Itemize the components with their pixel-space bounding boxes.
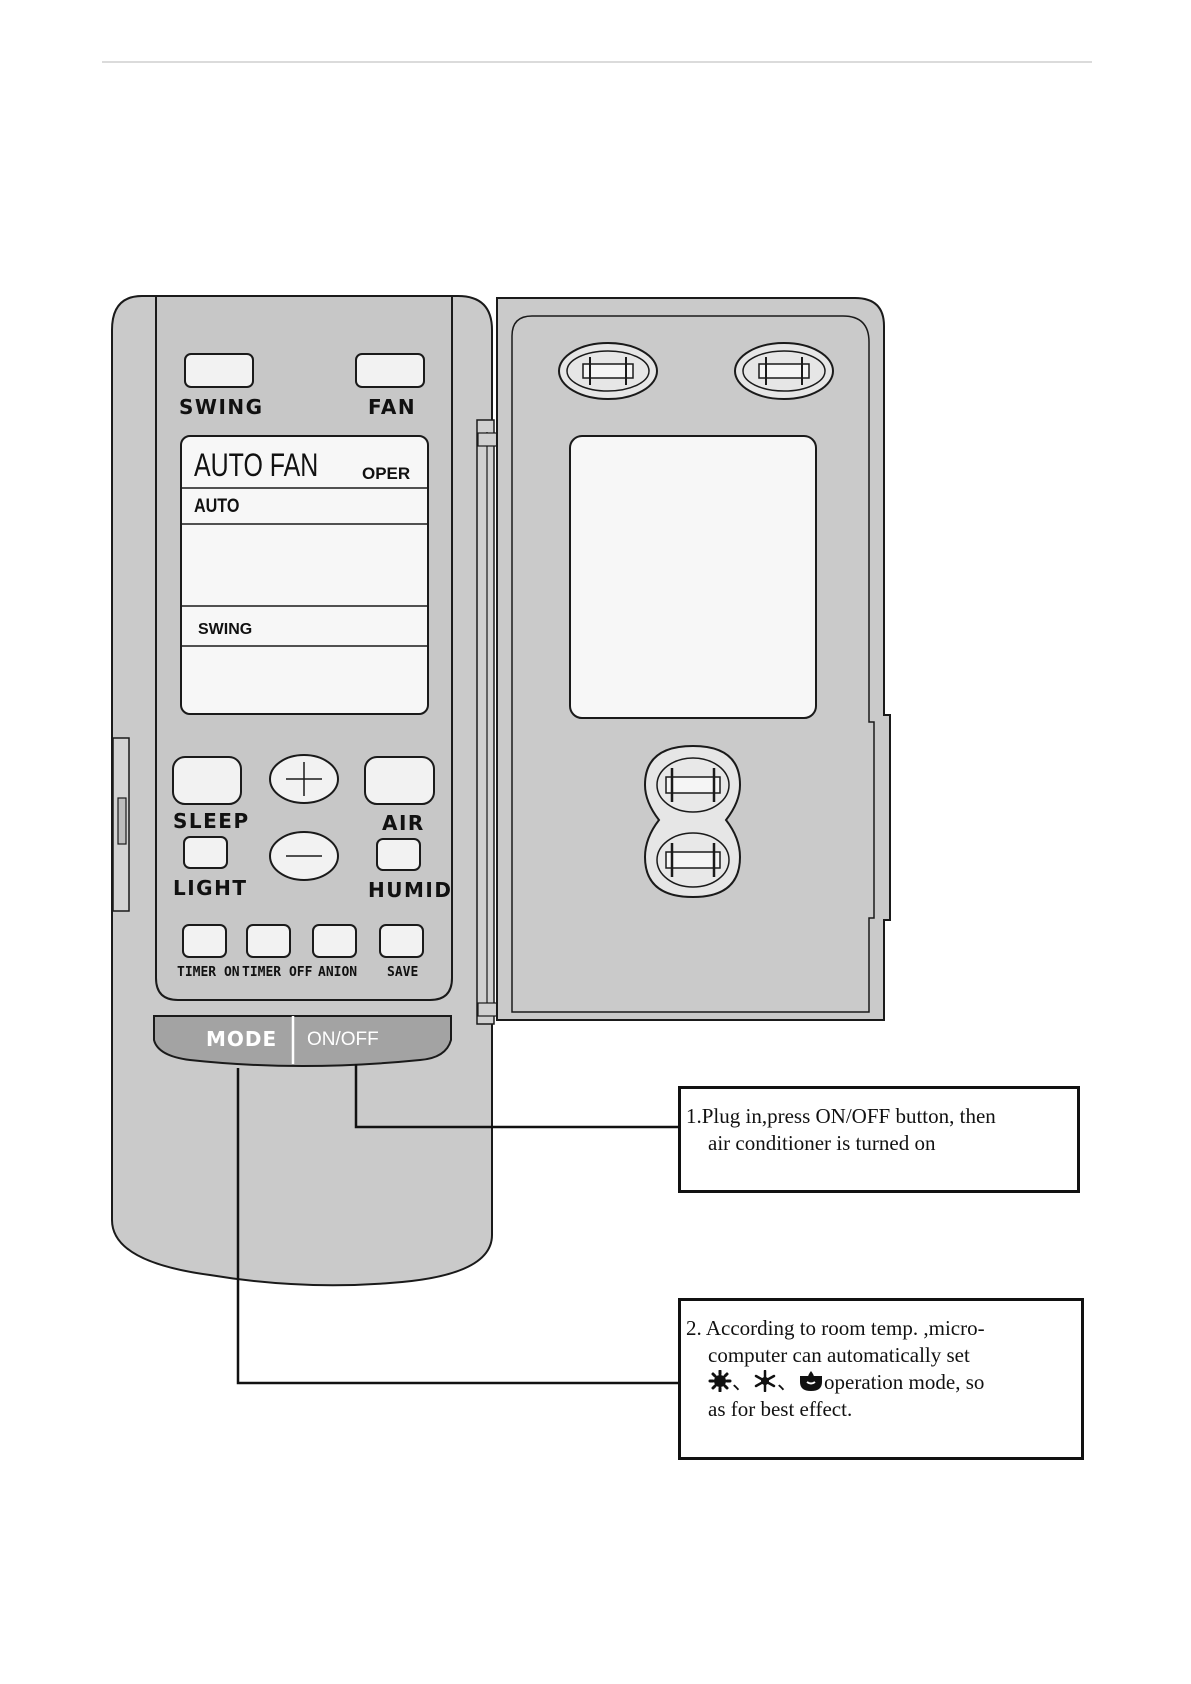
battery-contact-icon	[559, 343, 657, 399]
note2-line2: computer can automatically set	[686, 1342, 1081, 1369]
snowflake-icon	[753, 1370, 777, 1392]
note1-line1: 1.Plug in,press ON/OFF button, then	[686, 1103, 1077, 1130]
onoff-label: ON/OFF	[307, 1029, 379, 1050]
timer-off-label: TIMER OFF	[242, 965, 313, 980]
air-label: AIR	[382, 811, 425, 835]
timer-on-button[interactable]	[183, 925, 226, 957]
swing-button[interactable]	[185, 354, 253, 387]
side-switch-knob	[118, 798, 126, 844]
mode-label: MODE	[206, 1027, 277, 1051]
note2-line1: 2. According to room temp. ,micro-	[686, 1315, 1081, 1342]
fan-label: FAN	[368, 395, 416, 419]
anion-button[interactable]	[313, 925, 356, 957]
lcd-swing-text: SWING	[198, 621, 252, 638]
light-button[interactable]	[184, 837, 227, 868]
lcd-oper-text: OPER	[362, 464, 410, 483]
light-label: LIGHT	[173, 876, 247, 900]
note2-line4: as for best effect.	[686, 1396, 1081, 1423]
note2-line3: 、 、 operation mode, so	[686, 1369, 1081, 1396]
swing-label: SWING	[179, 395, 264, 419]
sleep-button[interactable]	[173, 757, 241, 804]
mode-separator: 、	[732, 1370, 753, 1394]
humid-label: HUMID	[368, 878, 452, 902]
note-mode: 2. According to room temp. ,micro- compu…	[678, 1298, 1084, 1460]
humid-button[interactable]	[377, 839, 420, 870]
save-button[interactable]	[380, 925, 423, 957]
fan-button[interactable]	[356, 354, 424, 387]
lcd-mode-text: AUTO	[194, 495, 239, 517]
timer-on-label: TIMER ON	[177, 965, 240, 980]
note2-line3-tail: operation mode, so	[824, 1370, 984, 1394]
mode-separator: 、	[777, 1370, 798, 1394]
note1-line2: air conditioner is turned on	[686, 1130, 1077, 1157]
hinge	[477, 420, 494, 1024]
battery-contact-icon	[735, 343, 833, 399]
timer-off-button[interactable]	[247, 925, 290, 957]
sleep-label: SLEEP	[173, 809, 250, 833]
note-onoff: 1.Plug in,press ON/OFF button, then air …	[678, 1086, 1080, 1193]
anion-label: ANION	[318, 965, 357, 980]
save-label: SAVE	[387, 965, 418, 980]
battery-spring-icon	[645, 746, 740, 897]
air-button[interactable]	[365, 757, 434, 804]
cover-window	[570, 436, 816, 718]
lcd-fan-text: AUTO FAN	[194, 448, 318, 484]
drop-icon	[798, 1370, 824, 1392]
sun-icon	[708, 1370, 732, 1392]
